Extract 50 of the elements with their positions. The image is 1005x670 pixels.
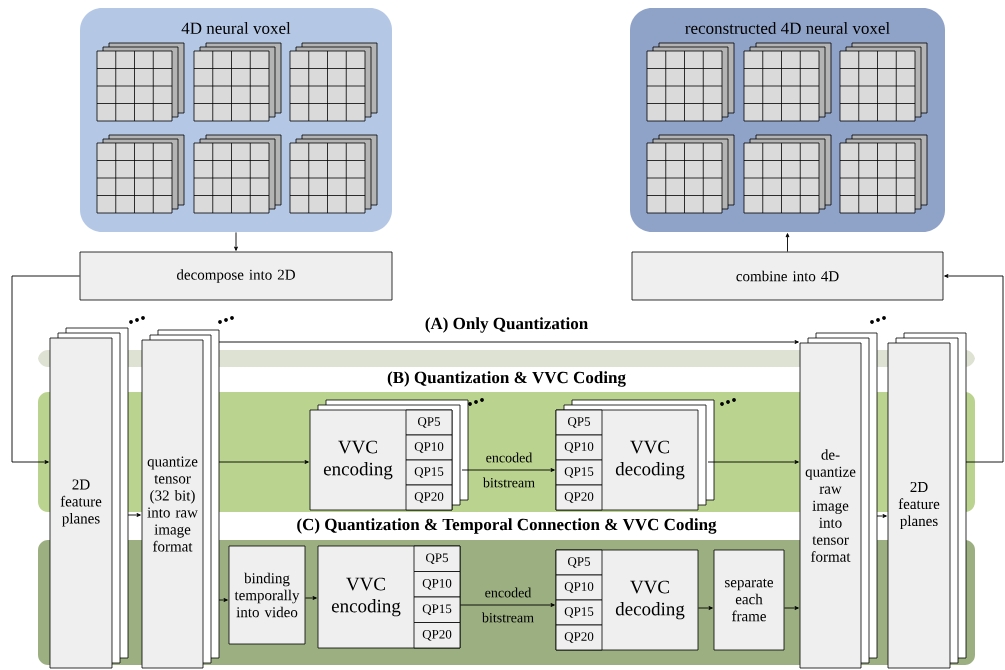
qp-cell: QP20 [413, 622, 461, 649]
codec-block: VVC decoding QP5 QP10 QP15 QP20 [555, 549, 699, 651]
arrow [876, 514, 887, 518]
node-label: (B) Quantization & VVC Coding [387, 371, 626, 387]
codec-block: VVC decoding QP5 QP10 QP15 QP20 [555, 399, 715, 511]
qp-cell: QP10 [413, 571, 461, 598]
arrow [218, 340, 799, 344]
qp-cell: QP20 [405, 484, 453, 511]
arrow [127, 513, 141, 517]
qp-cell: QP15 [405, 459, 453, 486]
node-label: (A) Only Quantization [425, 317, 588, 333]
qp-cell: QP5 [555, 409, 603, 436]
qp-cell: QP10 [405, 434, 453, 461]
process-box: separate each frame [713, 549, 785, 651]
arrow [234, 231, 238, 251]
codec-block: VVC encoding QP5 QP10 QP15 QP20 [309, 399, 469, 511]
stacked-planes: 2D feature planes [887, 332, 967, 669]
stacked-planes: de-quantize raw image into tensor format [799, 332, 878, 669]
edge-label: encoded bitstream [482, 452, 535, 488]
voxel-panel: reconstructed 4D neural voxel [630, 8, 945, 232]
node-label: (C) Quantization & Temporal Connection & VVC Coding [297, 518, 717, 534]
qp-cell: QP15 [555, 459, 603, 486]
qp-cell: QP10 [555, 434, 603, 461]
stacked-planes: quantize tensor (32 bit) into raw image format [141, 329, 220, 669]
arrow [783, 606, 799, 610]
edge-label: encoded bitstream [481, 587, 534, 623]
process-box: decompose into 2D [79, 251, 393, 301]
arrow [697, 606, 713, 610]
qp-cell: QP20 [555, 624, 603, 651]
stacked-planes: 2D feature planes [49, 327, 129, 669]
qp-cell: QP20 [555, 484, 603, 511]
codec-block: VVC encoding QP5 QP10 QP15 QP20 [317, 545, 461, 649]
arrow [707, 460, 799, 464]
process-box: combine into 4D [631, 251, 944, 301]
arrow [459, 603, 555, 607]
process-box: binding temporally into video [228, 545, 306, 645]
voxel-panel: 4D neural voxel [80, 8, 392, 232]
qp-cell: QP15 [413, 596, 461, 623]
arrow [11, 275, 81, 464]
arrow [304, 596, 317, 600]
qp-cell: QP15 [555, 599, 603, 626]
qp-cell: QP10 [555, 574, 603, 601]
arrow [944, 274, 1004, 463]
qp-cell: QP5 [413, 545, 461, 572]
arrow [218, 598, 228, 602]
arrow [218, 460, 309, 464]
arrow [785, 233, 790, 253]
arrow [461, 468, 555, 472]
qp-cell: QP5 [555, 549, 603, 576]
qp-cell: QP5 [405, 409, 453, 436]
